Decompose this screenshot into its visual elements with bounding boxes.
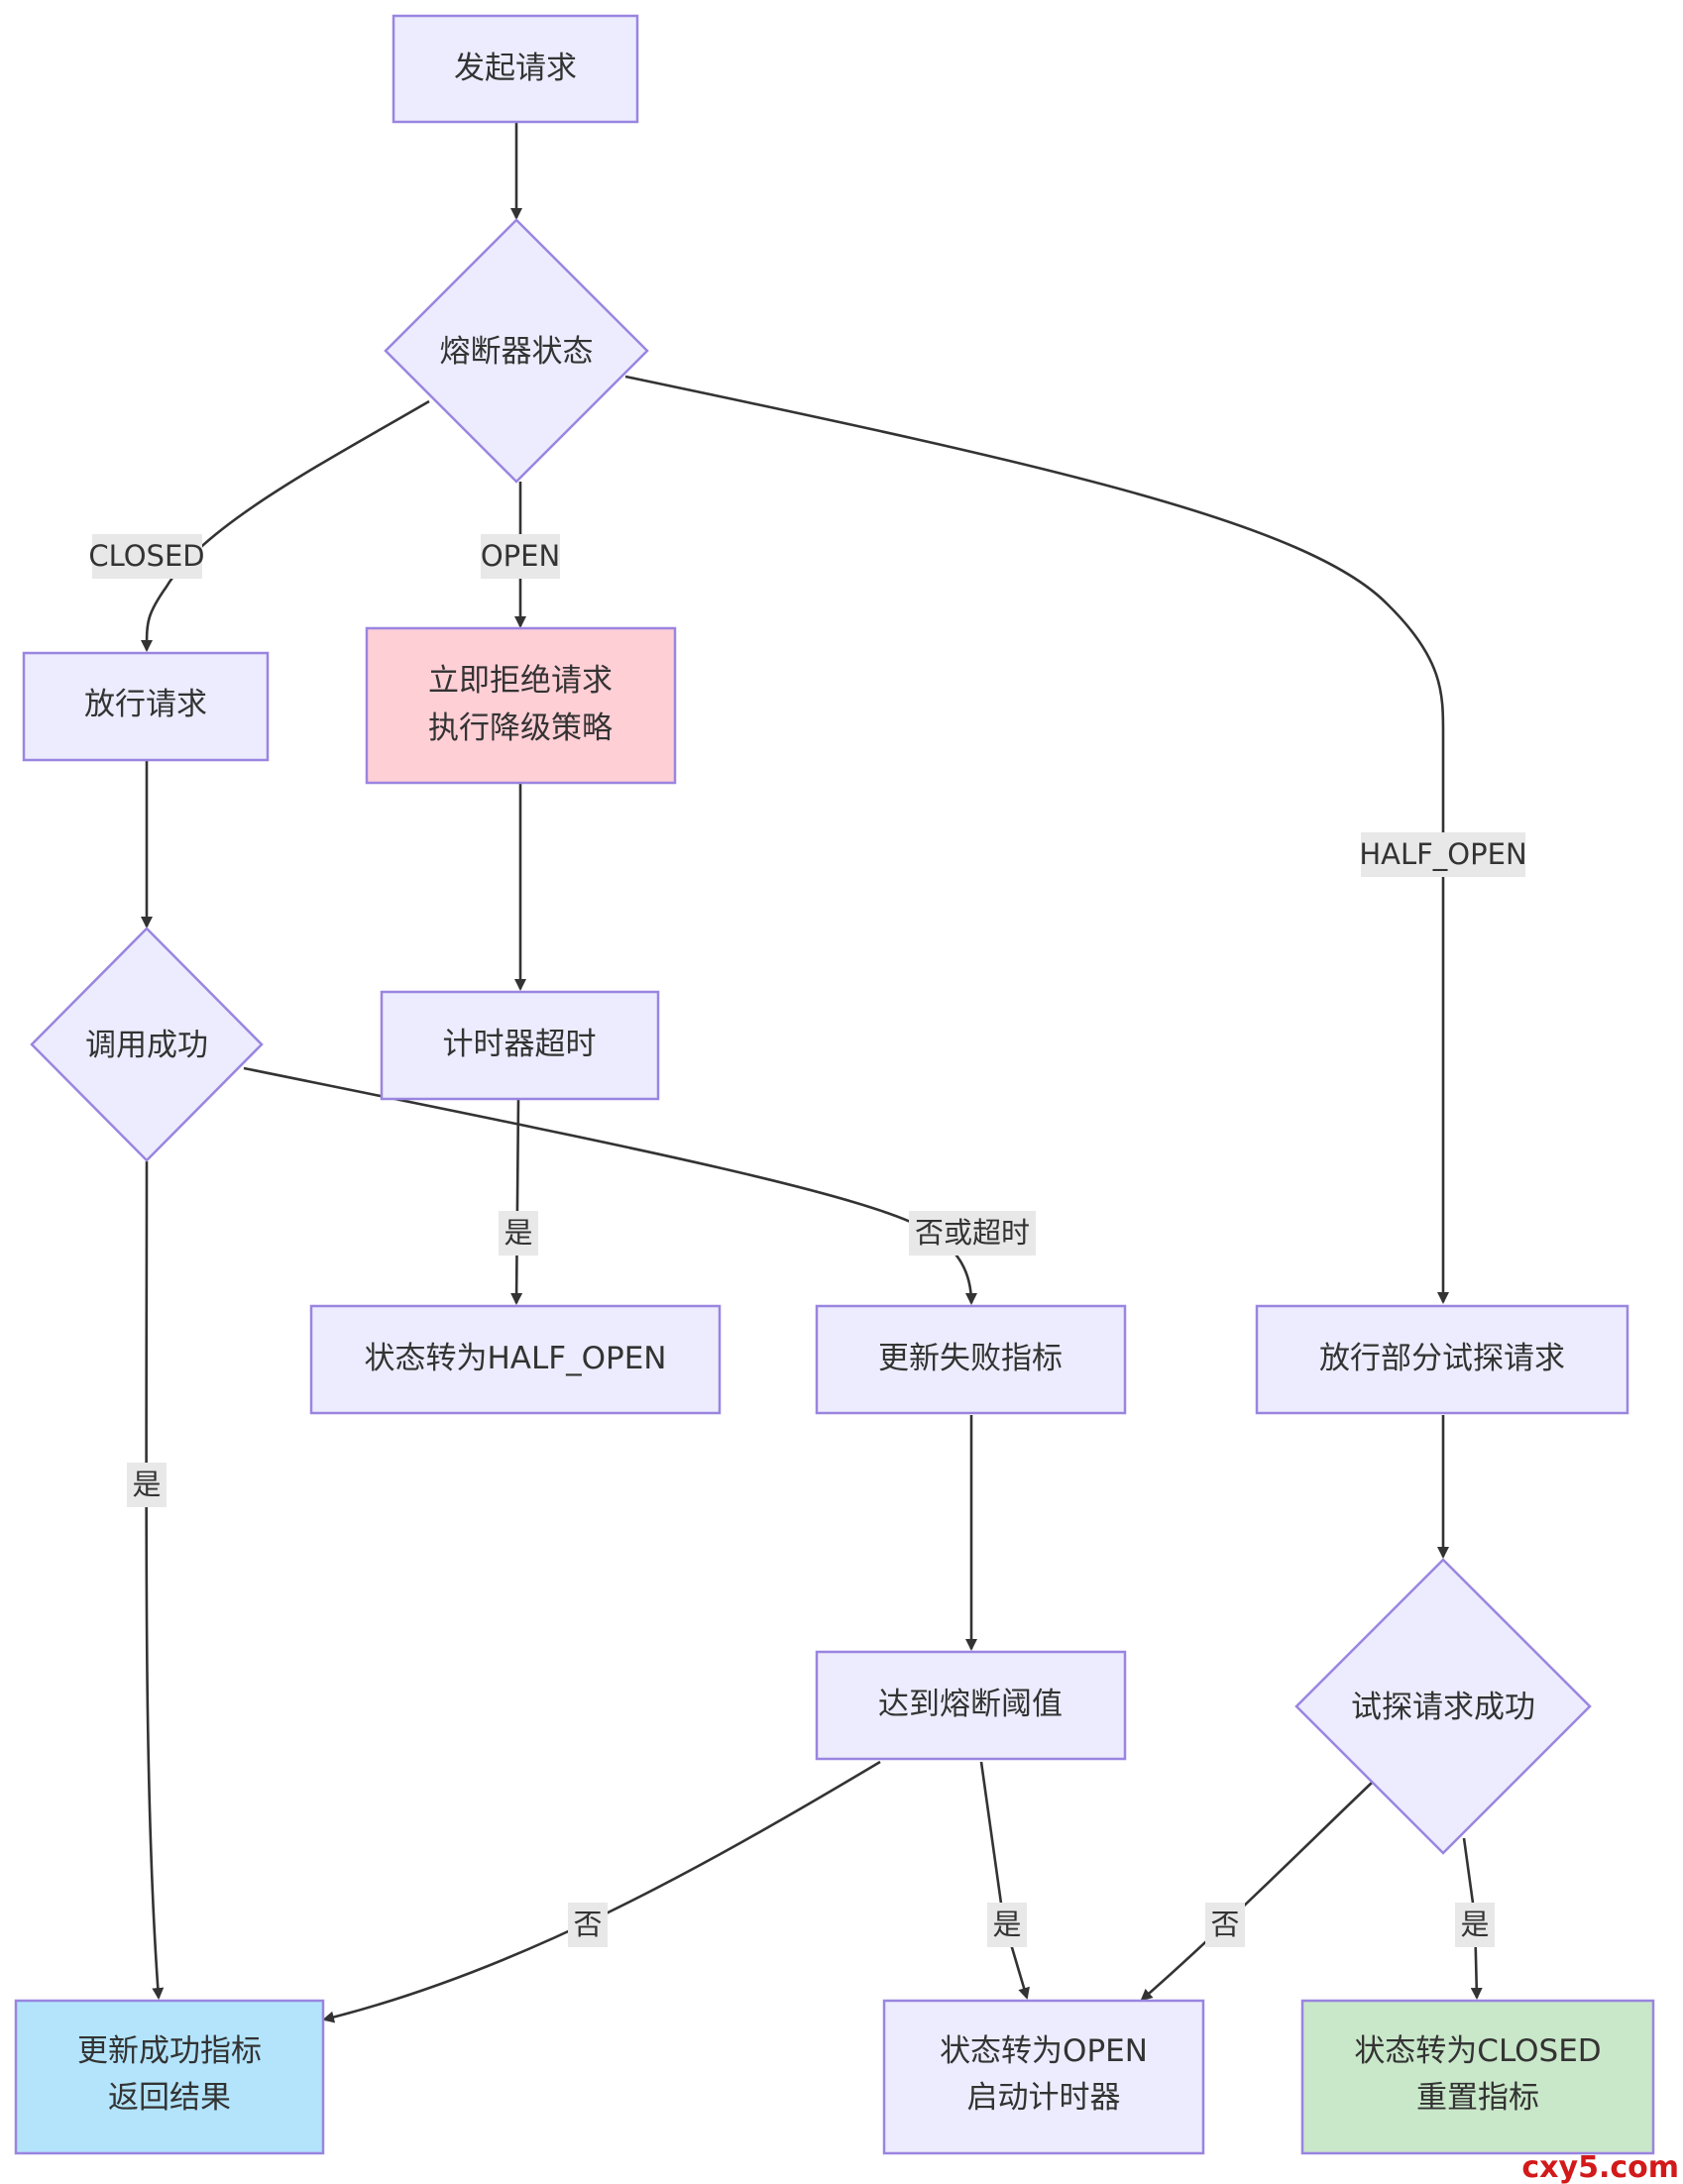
- svg-text:是: 是: [504, 1216, 532, 1250]
- node-state-decision[interactable]: 熔断器状态: [384, 218, 649, 484]
- node-update-success-line1: 更新成功指标: [77, 2033, 262, 2069]
- node-update-success[interactable]: 更新成功指标 返回结果: [14, 1999, 325, 2155]
- node-state-text: 熔断器状态: [440, 334, 594, 370]
- node-timer[interactable]: 计时器超时: [380, 990, 660, 1101]
- node-reject-line1: 立即拒绝请求: [428, 663, 613, 699]
- node-update-fail[interactable]: 更新失败指标: [815, 1304, 1127, 1415]
- edge-state-to-pass: [141, 399, 430, 652]
- svg-text:是: 是: [1460, 1908, 1489, 1941]
- svg-text:否: 否: [1210, 1908, 1239, 1941]
- edge-label-threshold-no: 否: [568, 1903, 608, 1947]
- node-to-closed-line1: 状态转为CLOSED: [1354, 2033, 1601, 2069]
- edge-label-half-open: HALF_OPEN: [1359, 832, 1527, 877]
- edge-label-fail-or-timeout: 否或超时: [909, 1211, 1036, 1256]
- node-probe-ok-text: 试探请求成功: [1351, 1690, 1535, 1725]
- svg-text:否或超时: 否或超时: [915, 1216, 1030, 1250]
- edge-label-closed: CLOSED: [88, 534, 205, 579]
- edge-label-timer-yes: 是: [499, 1211, 538, 1256]
- edge-state-to-probe: [624, 375, 1449, 1304]
- node-threshold[interactable]: 达到熔断阈值: [815, 1650, 1127, 1761]
- edge-label-open: OPEN: [481, 534, 560, 579]
- svg-text:是: 是: [132, 1468, 161, 1501]
- node-reject-line2: 执行降级策略: [428, 710, 613, 746]
- svg-text:是: 是: [992, 1908, 1021, 1941]
- edge-call-ok-to-update-fail: [243, 1066, 977, 1305]
- node-reject[interactable]: 立即拒绝请求 执行降级策略: [365, 626, 677, 785]
- edge-timer-to-half-open: [510, 1098, 523, 1305]
- edge-label-threshold-yes: 是: [987, 1903, 1027, 1947]
- edge-label-probe-no: 否: [1205, 1903, 1245, 1947]
- node-probe-ok-decision[interactable]: 试探请求成功: [1294, 1558, 1592, 1855]
- node-update-success-line2: 返回结果: [108, 2080, 231, 2116]
- node-call-ok-text: 调用成功: [85, 1028, 208, 1063]
- svg-text:HALF_OPEN: HALF_OPEN: [1359, 837, 1526, 871]
- svg-text:CLOSED: CLOSED: [88, 539, 204, 573]
- node-to-closed[interactable]: 状态转为CLOSED 重置指标: [1300, 1999, 1655, 2155]
- node-timer-text: 计时器超时: [443, 1027, 597, 1062]
- edge-probe-ok-to-open: [1140, 1782, 1373, 2002]
- edge-label-call-yes: 是: [127, 1463, 167, 1507]
- node-pass-text: 放行请求: [84, 687, 207, 722]
- node-to-half-open[interactable]: 状态转为HALF_OPEN: [309, 1304, 722, 1415]
- node-probe-text: 放行部分试探请求: [1319, 1341, 1565, 1376]
- svg-text:OPEN: OPEN: [481, 539, 560, 573]
- node-to-half-open-text: 状态转为HALF_OPEN: [365, 1341, 667, 1376]
- edge-threshold-to-update-success: [322, 1760, 881, 2023]
- edge-threshold-to-open: [979, 1761, 1030, 2000]
- edge-label-probe-yes: 是: [1455, 1903, 1495, 1947]
- watermark: cxy5.com: [1521, 2150, 1679, 2184]
- node-pass[interactable]: 放行请求: [22, 651, 270, 762]
- edge-call-ok-to-update-success: [145, 1160, 165, 2000]
- node-call-ok-decision[interactable]: 调用成功: [30, 927, 264, 1162]
- node-to-open-line1: 状态转为OPEN: [940, 2033, 1148, 2069]
- node-probe[interactable]: 放行部分试探请求: [1255, 1304, 1629, 1415]
- svg-text:否: 否: [573, 1908, 602, 1941]
- node-start-text: 发起请求: [454, 51, 577, 86]
- node-update-fail-text: 更新失败指标: [878, 1341, 1063, 1376]
- node-to-open-line2: 启动计时器: [967, 2080, 1121, 2116]
- node-to-open[interactable]: 状态转为OPEN 启动计时器: [882, 1999, 1205, 2155]
- node-start[interactable]: 发起请求: [392, 14, 639, 124]
- edges: [141, 122, 1483, 2023]
- node-threshold-text: 达到熔断阈值: [878, 1687, 1063, 1722]
- node-to-closed-line2: 重置指标: [1416, 2080, 1539, 2116]
